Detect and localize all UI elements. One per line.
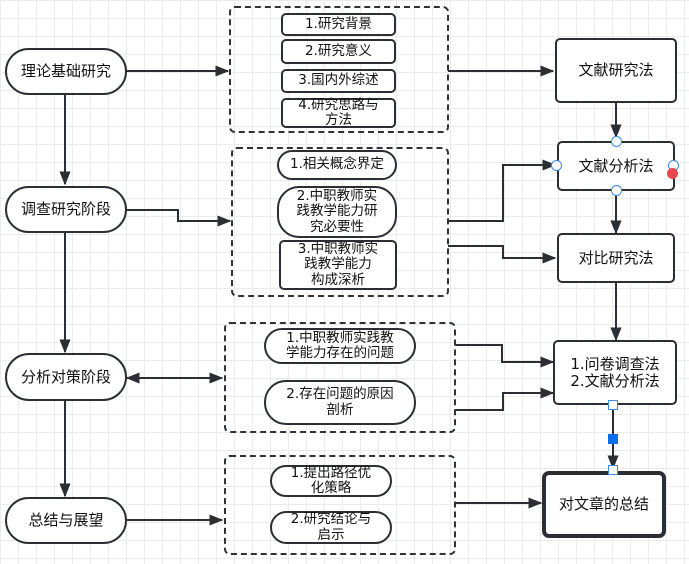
edge-end-handle[interactable] bbox=[608, 465, 618, 475]
edge-start-handle[interactable] bbox=[608, 400, 618, 410]
stage-analysis[interactable]: 分析对策阶段 bbox=[5, 353, 127, 401]
edge-midpoint-handle[interactable] bbox=[608, 434, 618, 444]
stage-survey[interactable]: 调查研究阶段 bbox=[5, 186, 127, 233]
stage-label: 总结与展望 bbox=[28, 511, 104, 530]
group-item[interactable]: 2.存在问题的原因 剖析 bbox=[264, 380, 416, 425]
group-theory-content[interactable] bbox=[229, 6, 449, 133]
connection-point-left[interactable] bbox=[551, 160, 562, 171]
item-label: 4.研究思路与 方法 bbox=[298, 96, 379, 128]
group-item[interactable]: 1.中职教师实践教 学能力存在的问题 bbox=[264, 328, 416, 364]
edge-g2-m3 bbox=[448, 245, 557, 264]
stage-label: 分析对策阶段 bbox=[20, 367, 111, 386]
item-label: 2.中职教师实 践教学能力研 究必要性 bbox=[296, 188, 378, 235]
method-label: 1.问卷调查法 2.文献分析法 bbox=[570, 354, 660, 390]
group-summary-content[interactable] bbox=[224, 455, 456, 555]
group-item[interactable]: 2.研究结论与 启示 bbox=[270, 511, 392, 544]
edge-g3-m4a bbox=[455, 344, 555, 368]
method-questionnaire-literature[interactable]: 1.问卷调查法 2.文献分析法 bbox=[553, 340, 677, 405]
method-label: 对比研究法 bbox=[578, 248, 654, 267]
item-label: 1.提出路径优 化策略 bbox=[290, 464, 372, 496]
item-label: 2.研究结论与 启示 bbox=[290, 511, 372, 543]
method-literature-research[interactable]: 文献研究法 bbox=[555, 38, 677, 103]
group-item[interactable]: 2.研究意义 bbox=[281, 39, 396, 64]
item-label: 1.研究背景 bbox=[305, 15, 372, 32]
item-label: 1.中职教师实践教 学能力存在的问题 bbox=[286, 329, 394, 361]
group-survey-content[interactable] bbox=[231, 147, 449, 297]
item-label: 2.存在问题的原因 剖析 bbox=[286, 386, 394, 418]
stage-label: 理论基础研究 bbox=[20, 62, 111, 81]
method-literature-analysis[interactable]: 文献分析法 bbox=[557, 141, 675, 191]
group-item[interactable]: 1.相关概念界定 bbox=[277, 150, 397, 180]
edge-g2-m2 bbox=[448, 159, 557, 222]
group-item[interactable]: 1.提出路径优 化策略 bbox=[270, 465, 392, 497]
warning-dot-icon bbox=[667, 168, 678, 179]
method-article-summary[interactable]: 对文章的总结 bbox=[542, 471, 666, 538]
group-item[interactable]: 2.中职教师实 践教学能力研 究必要性 bbox=[277, 186, 397, 238]
group-analysis-content[interactable] bbox=[224, 322, 456, 433]
stage-summary[interactable]: 总结与展望 bbox=[5, 497, 127, 544]
group-item[interactable]: 1.研究背景 bbox=[281, 13, 396, 36]
stage-label: 调查研究阶段 bbox=[20, 200, 111, 219]
method-label: 文献分析法 bbox=[578, 156, 654, 175]
item-label: 2.研究意义 bbox=[305, 42, 372, 59]
method-label: 对文章的总结 bbox=[558, 495, 649, 514]
connection-point-top[interactable] bbox=[611, 136, 622, 147]
item-label: 3.中职教师实 践教学能力 构成深析 bbox=[297, 241, 379, 288]
group-item[interactable]: 4.研究思路与 方法 bbox=[281, 96, 396, 128]
stage-theory[interactable]: 理论基础研究 bbox=[5, 48, 127, 95]
group-item[interactable]: 3.中职教师实 践教学能力 构成深析 bbox=[279, 240, 397, 290]
edge-s2-g2 bbox=[125, 209, 232, 227]
edge-g3-m4b bbox=[455, 387, 555, 411]
method-label: 文献研究法 bbox=[578, 61, 654, 80]
connection-point-bottom[interactable] bbox=[611, 185, 622, 196]
item-label: 1.相关概念界定 bbox=[290, 156, 384, 173]
group-item[interactable]: 3.国内外综述 bbox=[281, 69, 396, 93]
item-label: 3.国内外综述 bbox=[298, 72, 379, 89]
method-comparative-research[interactable]: 对比研究法 bbox=[557, 233, 675, 283]
